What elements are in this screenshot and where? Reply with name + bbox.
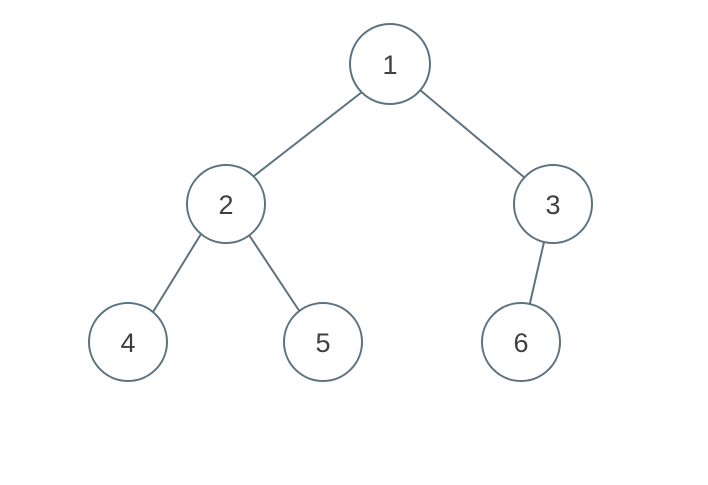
edge-root-to-left-child xyxy=(253,91,363,177)
edge-node2-to-node4 xyxy=(152,233,202,313)
node-label-5: 5 xyxy=(315,328,330,358)
edge-node3-to-node6 xyxy=(529,241,545,304)
tree-node-3[interactable]: 3 xyxy=(513,164,593,244)
node-circle-5[interactable] xyxy=(283,302,363,382)
node-label-2: 2 xyxy=(218,190,233,220)
edge-root-to-right-child xyxy=(419,89,526,179)
node-circle-1[interactable] xyxy=(349,23,431,105)
node-label-1: 1 xyxy=(382,50,397,80)
node-label-4: 4 xyxy=(120,328,135,358)
tree-node-6[interactable]: 6 xyxy=(481,302,561,382)
tree-node-4[interactable]: 4 xyxy=(88,302,168,382)
node-group: 1 2 3 4 5 6 xyxy=(88,23,593,382)
tree-node-5[interactable]: 5 xyxy=(283,302,363,382)
tree-node-2[interactable]: 2 xyxy=(186,164,266,244)
tree-node-1[interactable]: 1 xyxy=(349,23,431,105)
node-label-6: 6 xyxy=(513,328,528,358)
node-circle-6[interactable] xyxy=(481,302,561,382)
node-label-3: 3 xyxy=(545,190,560,220)
edge-group xyxy=(152,89,545,313)
node-circle-3[interactable] xyxy=(513,164,593,244)
edge-node2-to-node5 xyxy=(248,234,301,313)
node-circle-2[interactable] xyxy=(186,164,266,244)
node-circle-4[interactable] xyxy=(88,302,168,382)
